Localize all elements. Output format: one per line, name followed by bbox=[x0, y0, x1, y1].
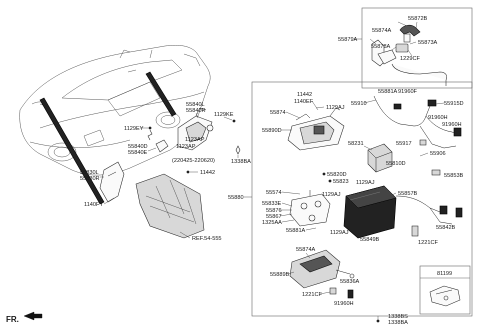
label-91960H-a: 91960H bbox=[428, 115, 448, 121]
label-1338BA-a: 1338BA bbox=[231, 159, 251, 165]
label-55915D: 55915D bbox=[444, 101, 464, 107]
label-1129AJ-d: 1129AJ bbox=[330, 230, 349, 236]
label-55889B: 55889B bbox=[270, 272, 290, 278]
label-55906: 55906 bbox=[430, 151, 446, 157]
canister-55849B bbox=[343, 185, 397, 239]
label-55857B: 55857B bbox=[398, 191, 418, 197]
top-detail-frame bbox=[361, 7, 473, 89]
label-1221CF-a: 1221CF bbox=[418, 240, 438, 246]
bracket-55880 bbox=[289, 190, 331, 227]
label-55874-a: 55874 bbox=[270, 110, 286, 116]
label-55910: 55910 bbox=[351, 101, 367, 107]
pointer-rear bbox=[39, 97, 105, 205]
label-91960H-c: 91960H bbox=[334, 301, 354, 307]
label-55574: 55574 bbox=[266, 190, 282, 196]
inset-81199-frame bbox=[419, 265, 471, 315]
label-55833E: 55833E bbox=[262, 201, 282, 207]
actuator-bracket bbox=[287, 107, 345, 151]
label-1129AJ-b: 1129AJ bbox=[356, 180, 375, 186]
label-55830R: 55830R bbox=[80, 176, 100, 182]
label-1229CF-top: 1229CF bbox=[400, 56, 420, 62]
bracket-55840 bbox=[177, 107, 214, 151]
main-assembly-frame bbox=[251, 81, 473, 317]
front-arrow-icon bbox=[23, 311, 43, 321]
wiring-harness-lower bbox=[395, 195, 463, 237]
label-55840E: 55840E bbox=[128, 150, 148, 156]
label-date-range: (220425-220620) bbox=[172, 158, 215, 164]
label-55879A: 55879A bbox=[338, 37, 358, 43]
inset-part-81199 bbox=[429, 285, 461, 307]
label-55820D: 55820D bbox=[327, 172, 347, 178]
label-ref-54-555: REF.54-555 bbox=[192, 236, 222, 242]
label-1338BS: 1338BS bbox=[388, 314, 408, 320]
label-55840L: 55840L bbox=[186, 102, 205, 108]
label-55874A-b: 55874A bbox=[296, 247, 316, 253]
label-55880: 55880 bbox=[228, 195, 244, 201]
label-55840R: 55840R bbox=[186, 108, 206, 114]
label-55842B: 55842B bbox=[436, 225, 456, 231]
wiring-harness-upper bbox=[373, 95, 462, 149]
label-55840D: 55840D bbox=[128, 144, 148, 150]
label-fr: FR. bbox=[6, 315, 19, 324]
label-55867: 55867 bbox=[266, 214, 282, 220]
label-1129KE: 1129KE bbox=[214, 112, 234, 118]
pointer-front bbox=[145, 71, 177, 117]
label-1123AP-b: 1123AP bbox=[176, 144, 196, 150]
label-55878A: 55878A bbox=[371, 44, 391, 50]
label-55890D: 55890D bbox=[262, 128, 282, 134]
label-55881A-b: 55881A bbox=[286, 228, 306, 234]
label-55881A: 55881A bbox=[378, 89, 398, 95]
label-91960H-b: 91960H bbox=[442, 122, 462, 128]
top-bracket-assembly bbox=[371, 24, 448, 86]
label-55853B: 55853B bbox=[444, 173, 464, 179]
label-1129EY: 1129EY bbox=[124, 126, 144, 132]
label-55917: 55917 bbox=[396, 141, 412, 147]
label-1325AA: 1325AA bbox=[262, 220, 282, 226]
label-55830L: 55830L bbox=[80, 170, 99, 176]
label-55810D: 55810D bbox=[386, 161, 406, 167]
under-cover-panel bbox=[135, 173, 205, 239]
label-55876: 55876 bbox=[266, 208, 282, 214]
label-1140EF: 1140EF bbox=[294, 99, 314, 105]
label-55836A: 55836A bbox=[340, 279, 360, 285]
label-91960F: 91960F bbox=[398, 89, 418, 95]
bracket-55830 bbox=[99, 161, 125, 203]
label-1338BA-b: 1338BA bbox=[388, 320, 408, 326]
label-11442-b: 11442 bbox=[200, 170, 215, 176]
label-55872B: 55872B bbox=[408, 16, 428, 22]
label-11442-a: 11442 bbox=[297, 92, 312, 98]
module-55810D bbox=[367, 143, 393, 173]
label-1221CF-b: 1221CF bbox=[302, 292, 322, 298]
label-55823: 55823 bbox=[333, 179, 349, 185]
label-1140FY: 1140FY bbox=[84, 202, 103, 208]
label-55874A-top: 55874A bbox=[372, 28, 392, 34]
label-58231: 58231 bbox=[348, 141, 364, 147]
actuator-55889B bbox=[289, 249, 355, 289]
label-81199: 81199 bbox=[437, 271, 452, 277]
label-1123AP-a: 1123AP bbox=[185, 137, 205, 143]
label-1129AJ-a: 1129AJ bbox=[326, 105, 345, 111]
vehicle-outline bbox=[19, 45, 211, 176]
label-1129AJ-c: 1129AJ bbox=[322, 192, 341, 198]
label-55873A: 55873A bbox=[418, 40, 438, 46]
label-55849B: 55849B bbox=[360, 237, 380, 243]
